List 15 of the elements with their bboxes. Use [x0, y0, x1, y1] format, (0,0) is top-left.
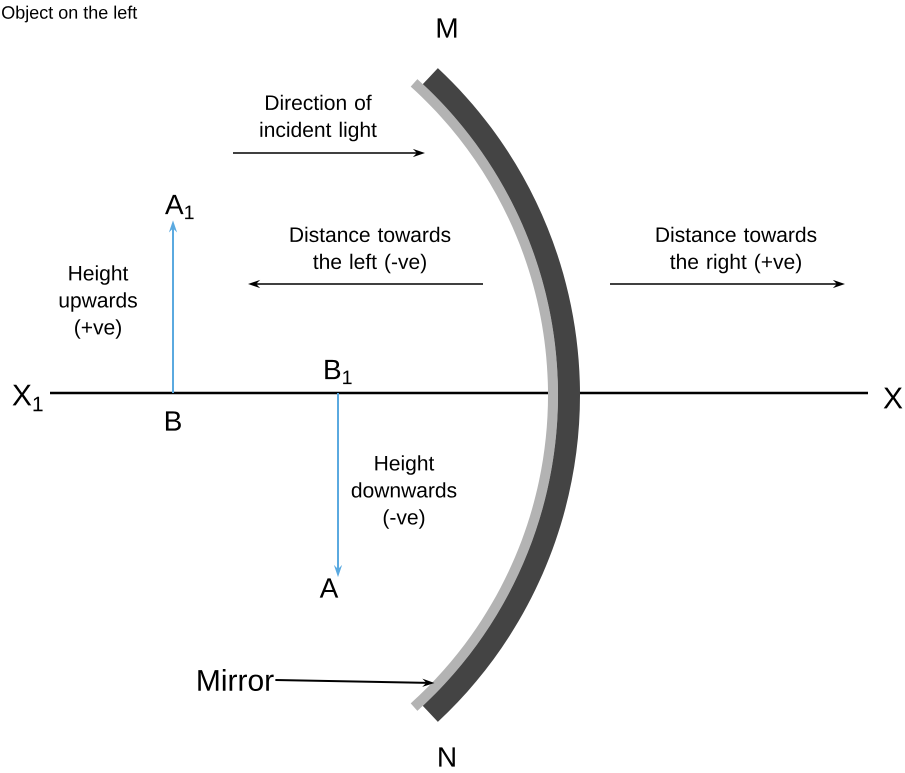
note: Height downwards (-ve): [352, 455, 456, 529]
note: Distance towards the right (+ve): [656, 226, 816, 274]
note: Direction of incident light: [260, 94, 377, 142]
point-letter: A$_{1}$: [165, 194, 194, 220]
end-letter: M: [438, 18, 456, 38]
point-letter: A: [320, 578, 338, 598]
note: Height upwards (+ve): [60, 265, 137, 339]
point-letter: B: [166, 411, 181, 431]
heading: Object on the left: [2, 6, 138, 22]
point-letter: B$_{1}$: [325, 360, 352, 384]
axis-letter: X$_{1}$: [12, 384, 43, 412]
axis-letter: X: [884, 388, 902, 408]
end-letter: N: [439, 747, 455, 767]
pointer-label: Mirror: [198, 668, 274, 692]
note: Distance towards the left (-ve): [290, 226, 450, 274]
